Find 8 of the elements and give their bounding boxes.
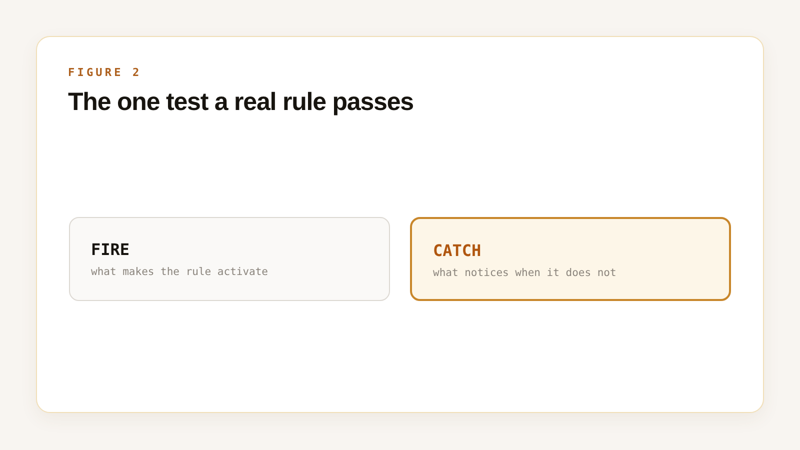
card-heading: CATCH [433,241,482,260]
concept-card [69,217,390,301]
figure-number: FIGURE 2 [68,66,142,79]
figure-title: The one test a real rule passes [68,88,414,117]
card-description: what notices when it does not [433,267,616,279]
card-heading: FIRE [91,240,130,259]
concept-card [410,217,731,301]
card-description: what makes the rule activate [91,266,268,278]
